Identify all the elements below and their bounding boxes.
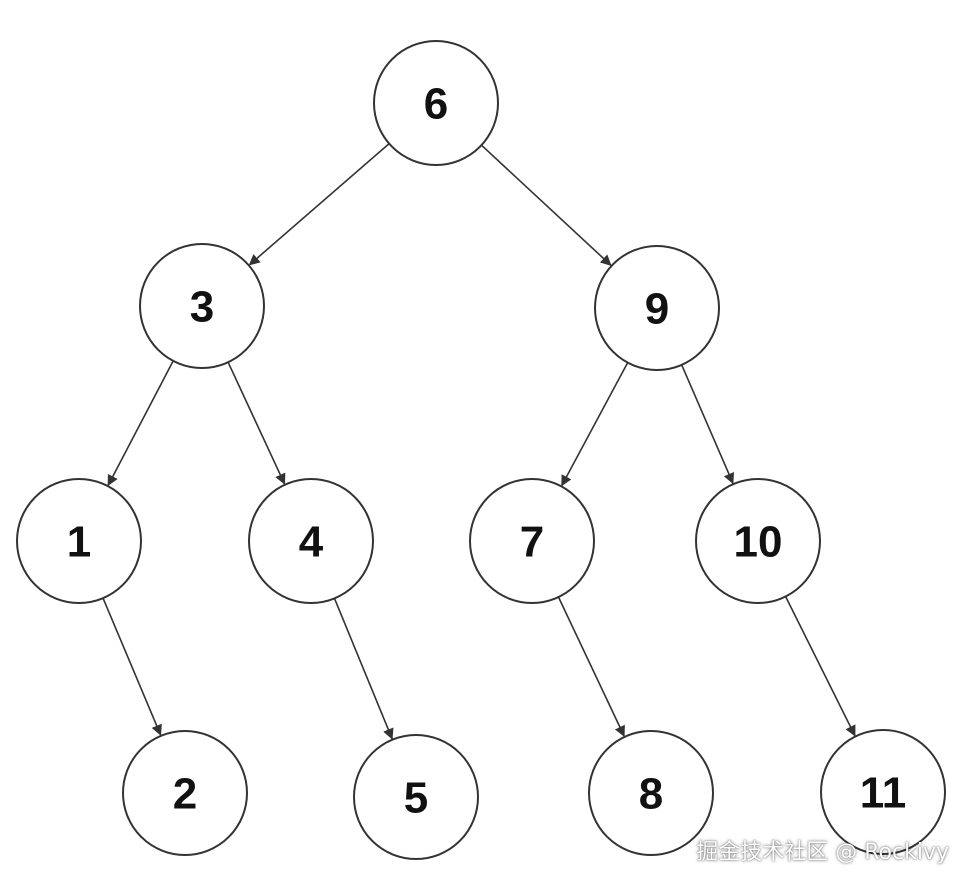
node-circle bbox=[820, 729, 946, 855]
node-circle bbox=[248, 478, 374, 604]
node-circle bbox=[588, 730, 714, 856]
edge-n7-n8 bbox=[557, 596, 625, 737]
node-label: 7 bbox=[520, 518, 544, 567]
node-circle bbox=[469, 478, 595, 604]
watermark-text: 掘金技术社区 @ Rockivy bbox=[696, 840, 949, 865]
node-label: 9 bbox=[645, 285, 669, 334]
nodes: 6 3 9 1 4 7 10 2 5 8 11 bbox=[16, 40, 946, 860]
edge-n9-n7 bbox=[561, 362, 629, 487]
node-label: 8 bbox=[639, 770, 663, 819]
node-circle bbox=[353, 734, 479, 860]
edge-n3-n4 bbox=[227, 361, 286, 485]
edge-n9-n10 bbox=[680, 364, 735, 485]
node-circle bbox=[16, 478, 142, 604]
node-circle bbox=[139, 243, 265, 369]
node-label: 2 bbox=[173, 770, 197, 819]
tree-node-10: 10 bbox=[695, 478, 821, 604]
edge-n3-n1 bbox=[107, 360, 174, 487]
tree-node-1: 1 bbox=[16, 478, 142, 604]
tree-node-11: 11 bbox=[820, 729, 946, 855]
node-label: 11 bbox=[860, 769, 907, 818]
edge-n4-n5 bbox=[333, 598, 394, 740]
node-circle bbox=[122, 730, 248, 856]
tree-node-6: 6 bbox=[373, 40, 499, 166]
node-circle bbox=[695, 478, 821, 604]
edge-n6-n3 bbox=[248, 142, 390, 266]
tree-node-5: 5 bbox=[353, 734, 479, 860]
edge-n6-n9 bbox=[480, 144, 612, 266]
node-circle bbox=[373, 40, 499, 166]
node-label: 1 bbox=[67, 518, 91, 567]
node-label: 5 bbox=[404, 774, 428, 823]
tree-node-9: 9 bbox=[594, 245, 720, 371]
node-label: 6 bbox=[424, 80, 448, 129]
edge-n1-n2 bbox=[102, 597, 162, 736]
node-label: 3 bbox=[190, 283, 214, 332]
tree-node-8: 8 bbox=[588, 730, 714, 856]
tree-node-3: 3 bbox=[139, 243, 265, 369]
node-label: 10 bbox=[734, 518, 783, 567]
node-circle bbox=[594, 245, 720, 371]
edge-n10-n11 bbox=[784, 596, 856, 737]
tree-node-4: 4 bbox=[248, 478, 374, 604]
edges bbox=[102, 142, 856, 740]
tree-node-7: 7 bbox=[469, 478, 595, 604]
node-label: 4 bbox=[299, 518, 324, 567]
tree-node-2: 2 bbox=[122, 730, 248, 856]
